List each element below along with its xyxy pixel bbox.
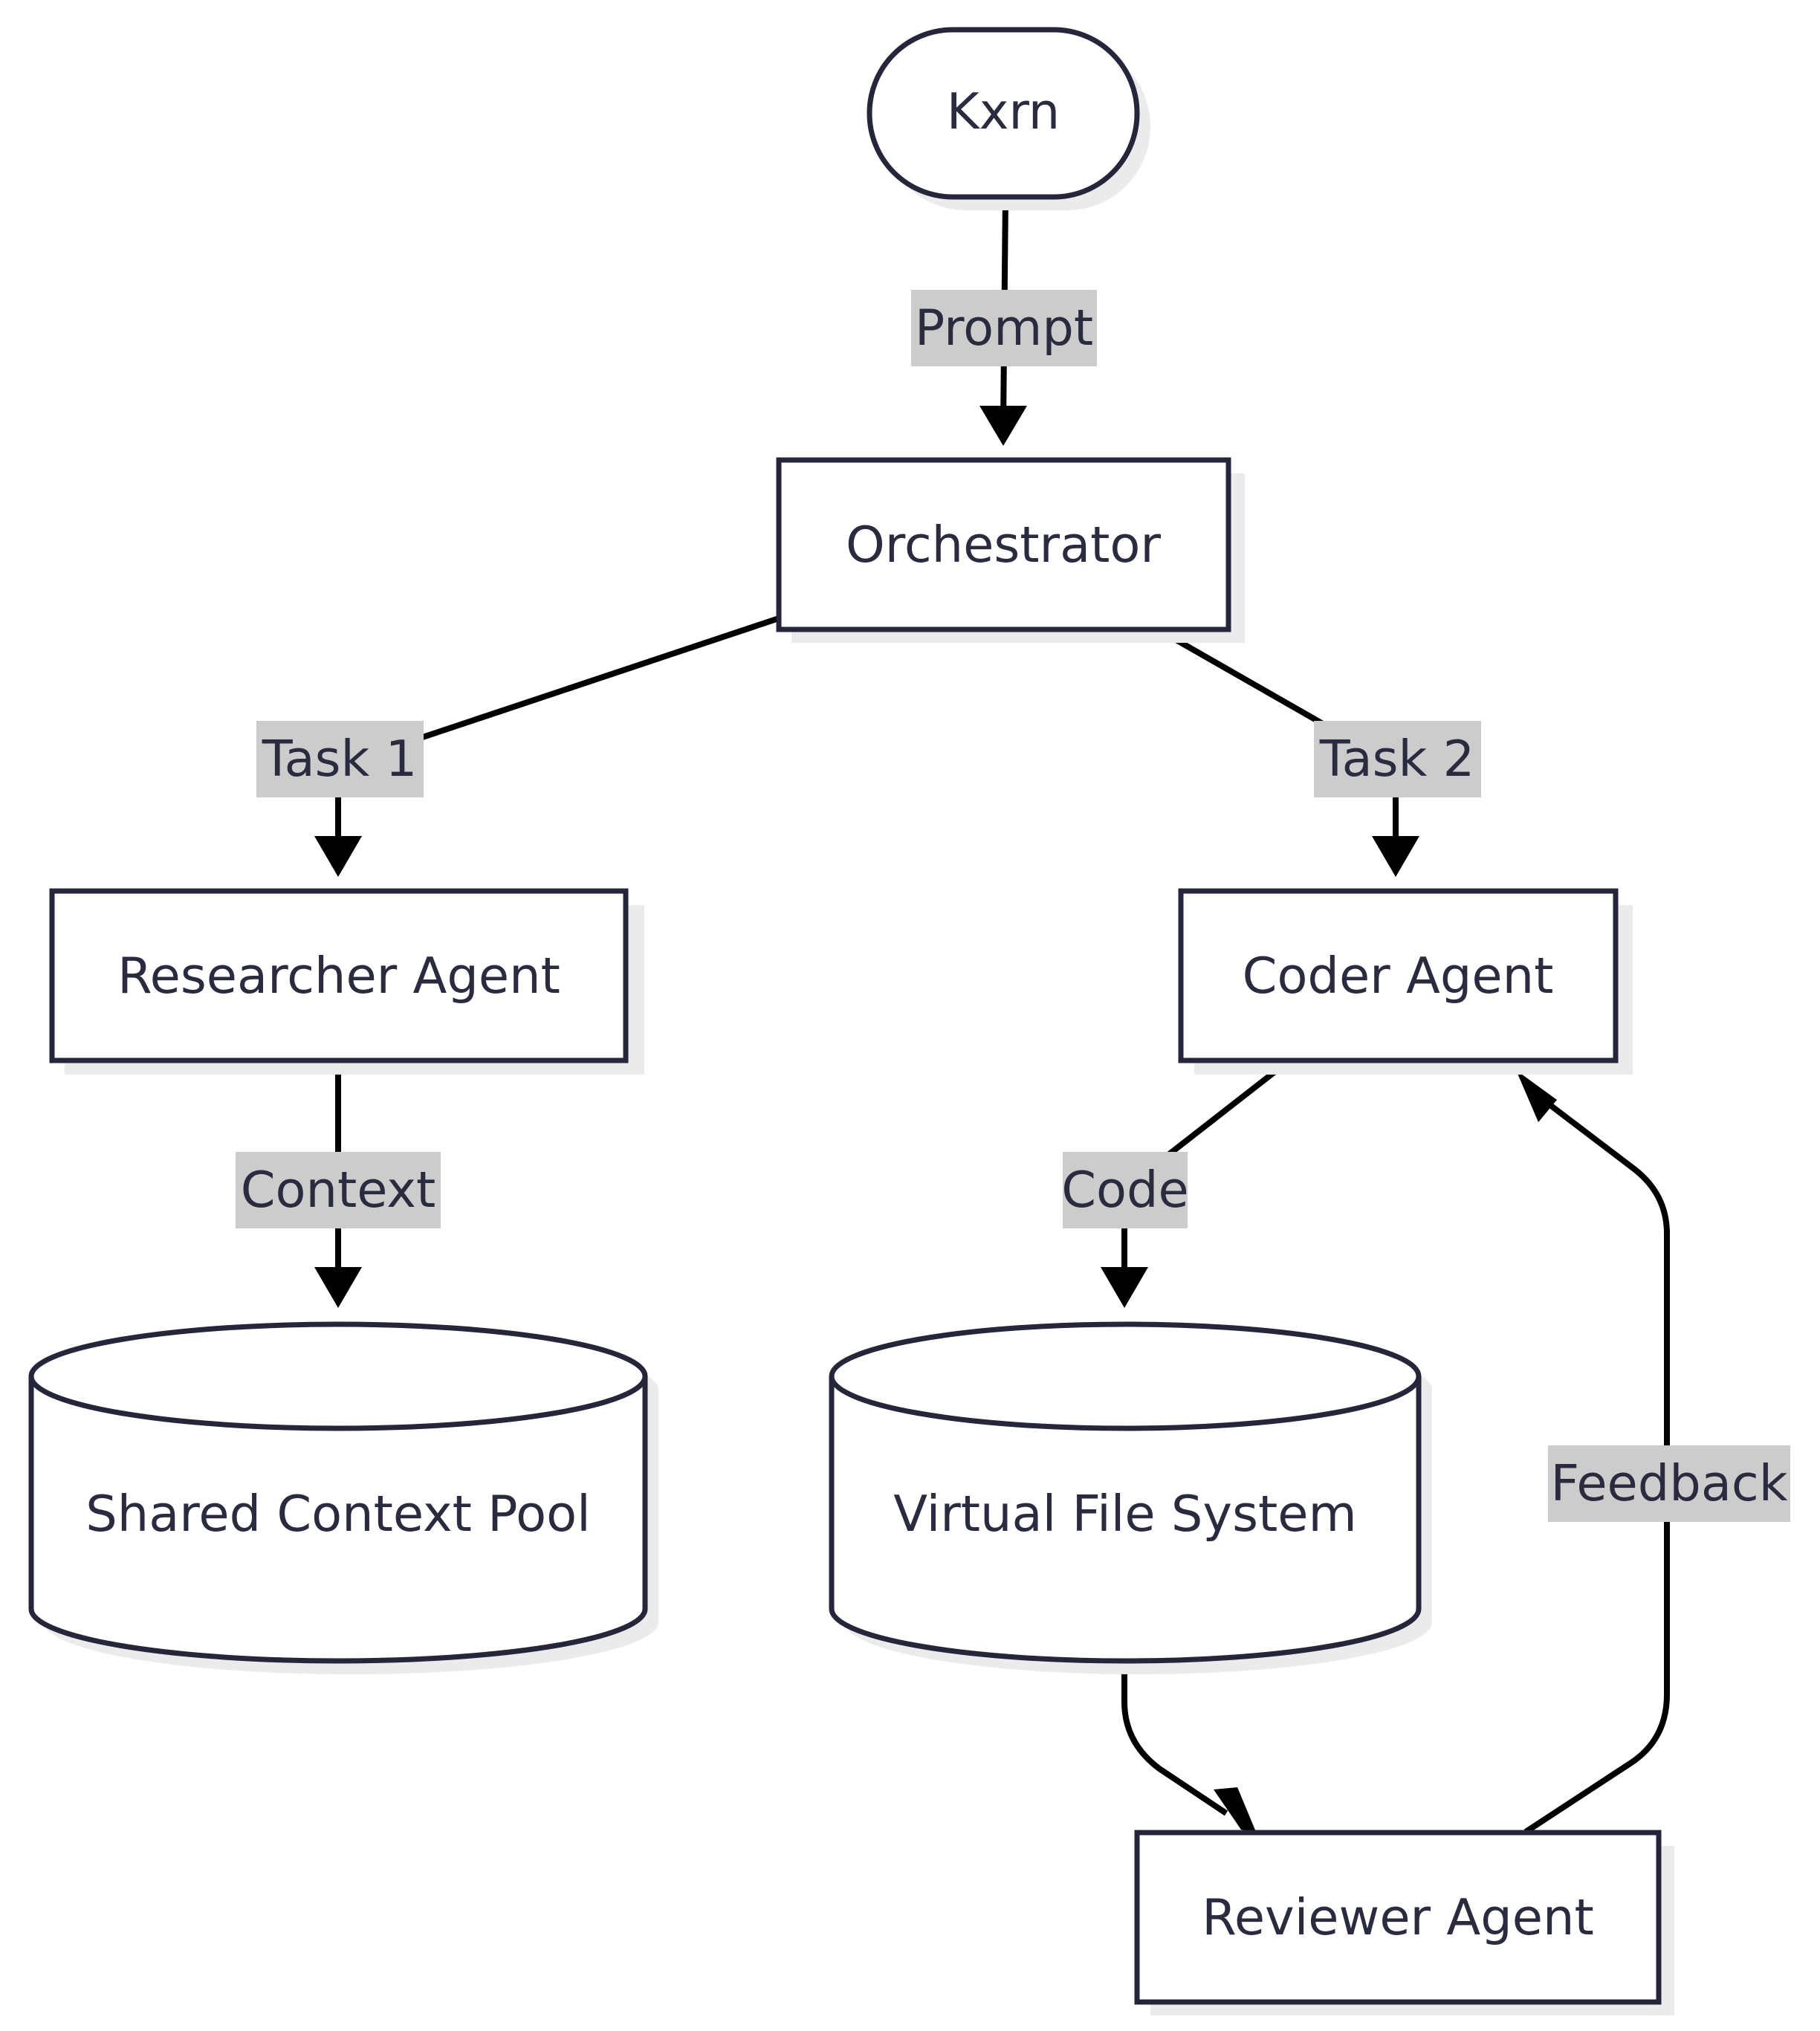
svg-text:Shared Context Pool: Shared Context Pool <box>85 1485 591 1543</box>
arrowhead-icon <box>314 1267 362 1308</box>
arrowhead-icon <box>1101 1267 1148 1308</box>
arrowhead-icon <box>979 406 1027 446</box>
arrowhead-icon <box>1516 1070 1557 1122</box>
svg-text:Researcher Agent: Researcher Agent <box>117 947 560 1005</box>
edge-label-task1: Task 1 <box>256 721 424 797</box>
svg-text:Task 1: Task 1 <box>262 730 418 788</box>
svg-text:Virtual File System: Virtual File System <box>893 1485 1356 1543</box>
node-shared-context-pool: Shared Context Pool <box>28 1321 658 1674</box>
arrowhead-icon <box>1214 1787 1256 1832</box>
svg-text:Task 2: Task 2 <box>1319 730 1475 788</box>
svg-text:Feedback: Feedback <box>1550 1454 1787 1512</box>
svg-text:Orchestrator: Orchestrator <box>846 516 1161 574</box>
node-kxrn: Kxrn <box>867 27 1150 210</box>
node-virtual-file-system: Virtual File System <box>829 1321 1432 1674</box>
edge-vfs-to-reviewer <box>1121 1646 1256 1832</box>
svg-text:Reviewer Agent: Reviewer Agent <box>1202 1888 1593 1946</box>
edge-label-feedback: Feedback <box>1548 1445 1790 1522</box>
svg-text:Context: Context <box>241 1161 435 1219</box>
node-orchestrator: Orchestrator <box>776 457 1245 643</box>
edge-label-code: Code <box>1061 1152 1189 1228</box>
arrowhead-icon <box>314 836 362 877</box>
svg-text:Kxrn: Kxrn <box>947 82 1060 140</box>
node-coder-agent: Coder Agent <box>1178 888 1633 1075</box>
edge-label-task2: Task 2 <box>1314 721 1481 797</box>
svg-text:Prompt: Prompt <box>915 299 1093 357</box>
svg-text:Code: Code <box>1061 1161 1189 1219</box>
node-reviewer-agent: Reviewer Agent <box>1134 1830 1674 2015</box>
arrowhead-icon <box>1372 836 1419 877</box>
node-researcher-agent: Researcher Agent <box>49 888 644 1075</box>
edge-label-context: Context <box>236 1152 441 1228</box>
edge-label-prompt: Prompt <box>911 290 1097 366</box>
svg-text:Coder Agent: Coder Agent <box>1243 947 1554 1005</box>
